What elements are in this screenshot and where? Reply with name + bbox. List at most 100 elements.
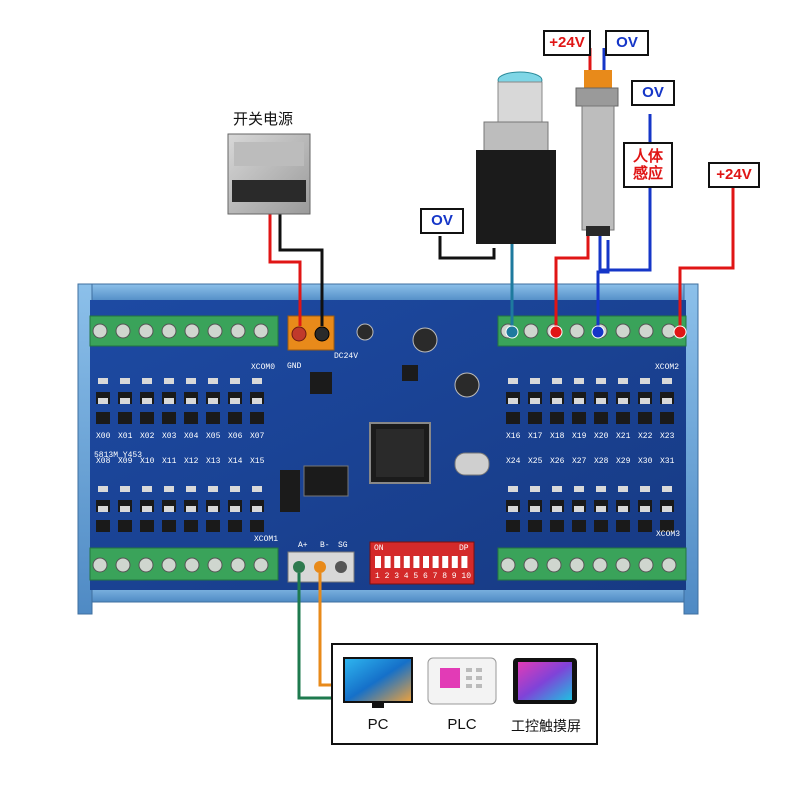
smd-resistor xyxy=(552,506,562,512)
smd-resistor xyxy=(186,378,196,384)
smd-resistor xyxy=(98,506,108,512)
smd-resistor xyxy=(574,398,584,404)
smd-resistor xyxy=(252,486,262,492)
opto-components xyxy=(96,378,674,532)
terminal-screw xyxy=(615,557,631,573)
terminal-screw xyxy=(253,557,269,573)
input-label-x01: X01 xyxy=(118,432,133,441)
dip-lever xyxy=(394,556,401,568)
smd-resistor xyxy=(530,398,540,404)
dip-lever xyxy=(423,556,429,568)
terminal-screw xyxy=(138,557,154,573)
input-label-x23: X23 xyxy=(660,432,675,441)
smd-resistor xyxy=(208,506,218,512)
smd-resistor xyxy=(98,398,108,404)
input-label-x18: X18 xyxy=(550,432,565,441)
human-sense-label: 人体 感应 xyxy=(623,142,673,188)
push-button-switch xyxy=(476,71,556,244)
terminal-screw xyxy=(546,557,562,573)
terminal-screw xyxy=(230,323,246,339)
optocoupler xyxy=(184,520,198,532)
dip-number-10: 10 xyxy=(461,572,471,581)
optocoupler xyxy=(528,520,542,532)
optocoupler xyxy=(140,520,154,532)
input-label-x24: X24 xyxy=(506,457,521,466)
dip-lever xyxy=(375,556,381,568)
terminal-screw xyxy=(115,557,131,573)
mcu-chip xyxy=(369,422,431,484)
plc-caption: PLC xyxy=(447,716,477,733)
touchscreen-caption: 工控触摸屏 xyxy=(511,719,581,735)
terminal-screw xyxy=(523,557,539,573)
input-label-x07: X07 xyxy=(250,432,265,441)
smd-resistor xyxy=(120,506,130,512)
dip-lever xyxy=(432,556,439,568)
terminal-screw xyxy=(161,323,177,339)
dip-lever xyxy=(403,556,410,568)
terminal-screw xyxy=(207,557,223,573)
dip-lever xyxy=(442,556,449,568)
capacitors xyxy=(310,323,480,398)
rs485-a-silk: A+ xyxy=(298,541,308,550)
optocoupler xyxy=(550,520,564,532)
terminal-screw xyxy=(569,323,585,339)
optocoupler xyxy=(96,520,110,532)
smd-resistor xyxy=(142,486,152,492)
model-silk: 5813M_Y453 xyxy=(94,451,143,460)
rs485-chip xyxy=(303,465,349,497)
optocoupler xyxy=(206,412,220,424)
optocoupler xyxy=(638,412,652,424)
terminal-screw xyxy=(592,557,608,573)
smd-resistor xyxy=(120,486,130,492)
optocoupler xyxy=(616,520,630,532)
dip-number-8: 8 xyxy=(442,572,447,581)
smd-resistor xyxy=(142,398,152,404)
optocoupler xyxy=(594,520,608,532)
smd-resistor xyxy=(120,398,130,404)
smd-resistor xyxy=(552,378,562,384)
terminal-screw xyxy=(230,557,246,573)
smd-resistor xyxy=(574,506,584,512)
smd-resistor xyxy=(574,378,584,384)
smd-resistor xyxy=(164,486,174,492)
dip-lever xyxy=(461,556,468,568)
dip-number-3: 3 xyxy=(394,572,399,581)
smd-resistor xyxy=(618,398,628,404)
input-label-x12: X12 xyxy=(184,457,199,466)
crystal xyxy=(454,452,490,476)
smd-resistor xyxy=(662,486,672,492)
optocoupler xyxy=(96,412,110,424)
terminal-screw xyxy=(92,323,108,339)
optocoupler xyxy=(206,520,220,532)
smd-resistor xyxy=(186,506,196,512)
plus24v-right-label: +24V xyxy=(708,162,760,188)
optocoupler xyxy=(506,412,520,424)
smd-resistor xyxy=(164,506,174,512)
smd-resistor xyxy=(186,398,196,404)
xcom1-silk: XCOM1 xyxy=(254,535,279,544)
input-label-x08: X08 xyxy=(96,457,111,466)
smd-resistor xyxy=(98,378,108,384)
input-label-x02: X02 xyxy=(140,432,155,441)
din-rail-housing xyxy=(77,283,699,615)
smd-resistor xyxy=(508,378,518,384)
terminal-screw xyxy=(138,323,154,339)
optocoupler xyxy=(660,520,674,532)
input-label-x00: X00 xyxy=(96,432,111,441)
smd-resistor xyxy=(552,486,562,492)
smd-resistor xyxy=(230,486,240,492)
smd-resistor xyxy=(208,486,218,492)
ov-left-label: OV xyxy=(420,208,464,234)
switch-power-supply xyxy=(227,133,311,215)
input-label-x17: X17 xyxy=(528,432,543,441)
optocoupler xyxy=(118,412,132,424)
smd-resistor xyxy=(120,378,130,384)
optocoupler xyxy=(572,412,586,424)
terminal-screw xyxy=(569,557,585,573)
input-label-x21: X21 xyxy=(616,432,631,441)
input-label-x20: X20 xyxy=(594,432,609,441)
optocoupler xyxy=(250,520,264,532)
smd-resistor xyxy=(230,378,240,384)
smd-resistor xyxy=(618,486,628,492)
optocoupler xyxy=(550,412,564,424)
